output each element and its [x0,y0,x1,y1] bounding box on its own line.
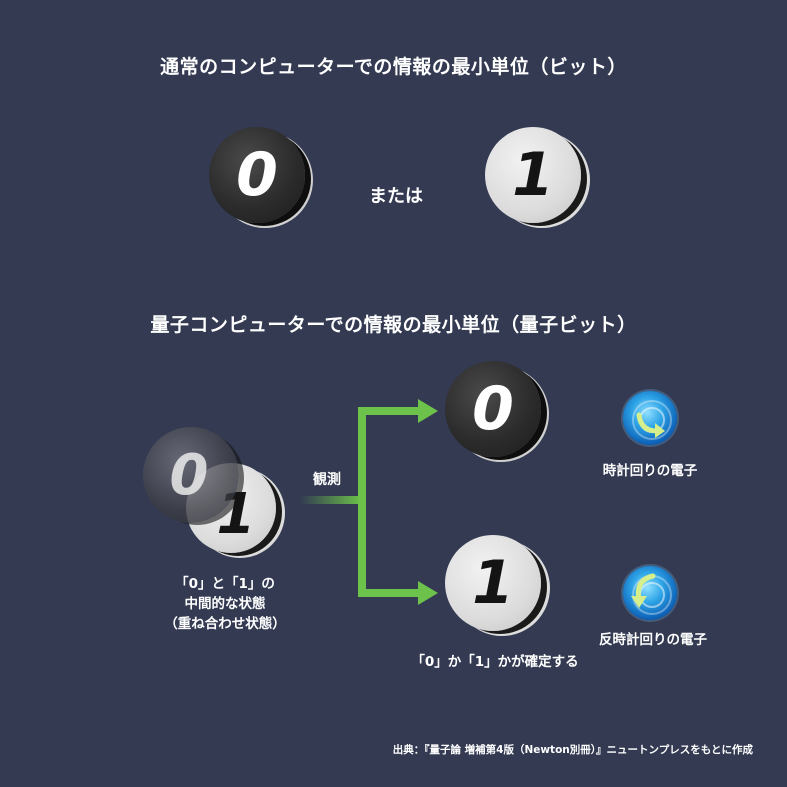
electron-counterclockwise-label: 反時計回りの電子 [599,632,707,648]
observe-label: 観測 [313,472,341,488]
superposition-label-line3: （重ね合わせ状態） [164,616,286,632]
superposition-label: 「0」と「1」の 中間的な状態 （重ね合わせ状態） [140,574,310,634]
result-label: 「0」か「1」かが確定する [411,654,579,670]
quantum-title: 量子コンピューターでの情報の最小単位（量子ビット） [150,314,637,336]
result-bit-1-coin: 1 [445,535,541,631]
superposition-label-line1: 「0」と「1」の [175,576,275,592]
classical-bit-0-value: 0 [236,140,278,210]
or-text: または [369,186,423,207]
electron-counterclockwise-icon [623,566,677,620]
superposition-label-line2: 中間的な状態 [184,596,266,612]
electron-clockwise-label: 時計回りの電子 [602,463,698,479]
branch-arrow-icon [300,399,438,605]
classical-bit-0-coin: 0 [209,127,305,223]
classical-title: 通常のコンピューターでの情報の最小単位（ビット） [160,56,627,78]
result-bit-1-value: 1 [472,548,514,618]
classical-bit-1-value: 1 [512,140,554,210]
superposed-bit-0-value: 0 [169,442,209,508]
result-bit-0-value: 0 [472,374,514,444]
superposed-bit-0-coin: 0 [143,427,239,523]
electron-clockwise-icon [623,391,677,445]
classical-bit-1-coin: 1 [485,127,581,223]
result-bit-0-coin: 0 [445,361,541,457]
source-citation: 出典：『量子論 増補第4版（Newton別冊）』ニュートンプレスをもとに作成 [392,744,753,756]
